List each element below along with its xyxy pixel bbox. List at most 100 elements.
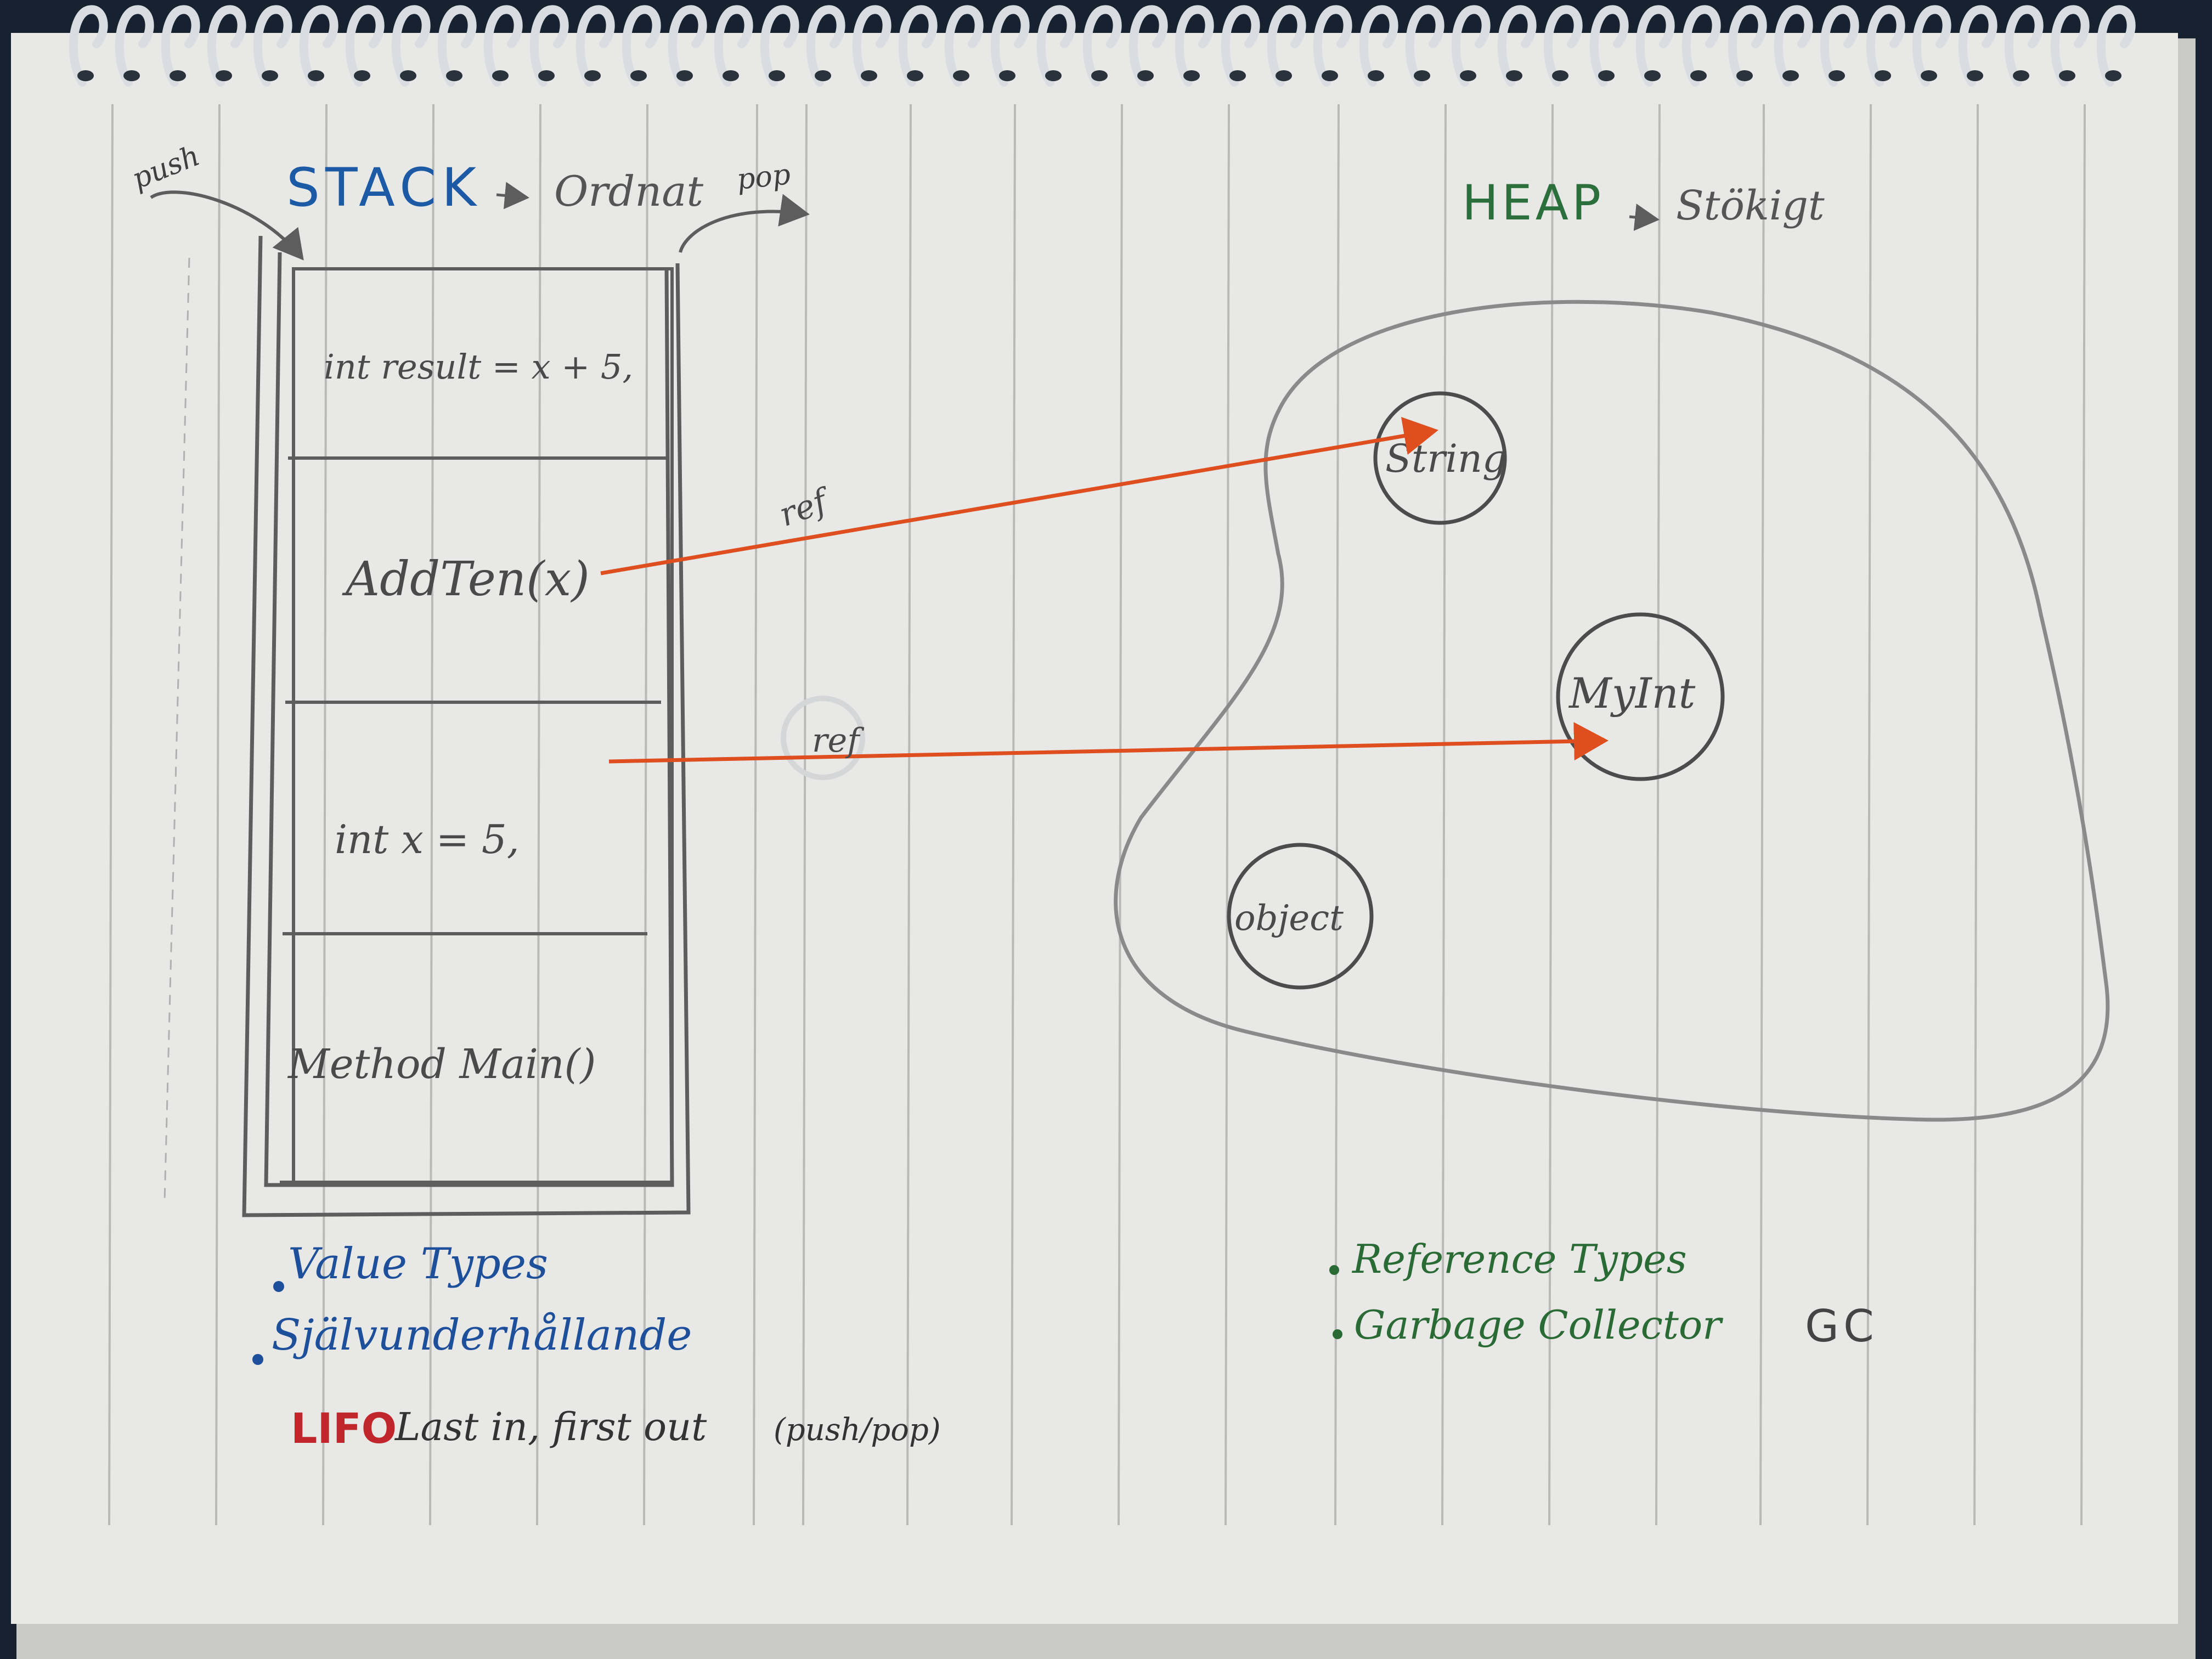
page-ruling-line <box>1655 104 1661 1526</box>
heap-object-myint-label: MyInt <box>1568 669 1696 718</box>
bullet-dot <box>252 1354 263 1365</box>
binding-hole <box>1598 70 1615 81</box>
binding-hole <box>538 70 555 81</box>
binding-hole <box>1829 70 1845 81</box>
spiral-ring <box>1635 5 1675 87</box>
binding-hole <box>815 70 831 81</box>
heap-object-string-label: String <box>1385 436 1507 481</box>
curved-arrow-icon <box>679 194 810 253</box>
spiral-ring <box>1036 5 1076 87</box>
lifo-push-pop: (push/pop) <box>774 1412 941 1448</box>
spiral-ring <box>1728 5 1767 87</box>
binding-hole <box>1414 70 1430 81</box>
page-ruling-line <box>1011 104 1016 1526</box>
page-ruling-line <box>1441 104 1447 1526</box>
binding-hole <box>1921 70 1937 81</box>
spiral-ring <box>1912 5 1951 87</box>
binding-hole <box>170 70 186 81</box>
binding-hole <box>400 70 416 81</box>
reference-arrow-myint <box>608 722 1609 764</box>
spiral-ring <box>622 5 661 87</box>
stack-frame-int-x: int x = 5, <box>335 816 520 862</box>
binding-hole <box>262 70 278 81</box>
binding-hole <box>123 70 140 81</box>
pop-label: pop <box>735 158 792 196</box>
binding-hole <box>769 70 785 81</box>
spiral-ring <box>1589 5 1629 87</box>
spiral-ring <box>483 5 523 87</box>
spiral-ring <box>944 5 984 87</box>
notes-right: Reference Types Garbage Collector GC <box>1329 1236 1874 1352</box>
page-rulings <box>108 104 2086 1526</box>
spiral-ring <box>714 5 753 87</box>
stack-container <box>242 235 691 1217</box>
spiral-binding-icon <box>69 5 2136 87</box>
binding-hole <box>1460 70 1476 81</box>
heap-title: HEAP <box>1462 174 1604 231</box>
lifo-text: Last in, first out <box>394 1404 707 1449</box>
spiral-ring <box>345 5 385 87</box>
spiral-ring <box>852 5 891 87</box>
note-garbage-collector: Garbage Collector <box>1354 1302 1723 1348</box>
binding-hole <box>1644 70 1661 81</box>
binding-hole <box>1322 70 1338 81</box>
spiral-ring <box>990 5 1030 87</box>
stack-order-note: Ordnat <box>554 167 704 216</box>
note-value-types: Value Types <box>288 1239 548 1289</box>
page-ruling-line <box>322 104 328 1526</box>
spiral-ring <box>668 5 707 87</box>
spiral-ring <box>437 5 477 87</box>
spiral-ring <box>299 5 338 87</box>
binding-hole <box>1368 70 1384 81</box>
page-ruling-line <box>1334 104 1340 1526</box>
spiral-ring <box>898 5 938 87</box>
page-ruling-line <box>1866 104 1872 1526</box>
binding-hole <box>2013 70 2029 81</box>
binding-hole <box>1736 70 1753 81</box>
heap-chaos-note: Stökigt <box>1676 182 1825 229</box>
binding-hole <box>907 70 923 81</box>
spiral-ring <box>161 5 200 87</box>
binding-hole <box>1506 70 1522 81</box>
binding-hole <box>492 70 509 81</box>
page-ruling-line <box>1224 104 1230 1526</box>
spiral-ring <box>1175 5 1214 87</box>
spiral-ring <box>1221 5 1260 87</box>
page-ruling-line <box>906 104 912 1526</box>
page-ruling-line <box>429 104 435 1526</box>
binding-hole <box>861 70 877 81</box>
spiral-ring <box>2050 5 2090 87</box>
spiral-ring <box>1774 5 1813 87</box>
page-ruling-line <box>536 104 541 1526</box>
notebook-page <box>11 33 2178 1624</box>
note-reference-types: Reference Types <box>1351 1236 1687 1282</box>
heap-object-string <box>1373 391 1507 525</box>
reference-label-2: ref <box>812 721 865 760</box>
heap-object-object-label: object <box>1234 898 1344 939</box>
page-ruling-line <box>1548 104 1554 1526</box>
spiral-ring <box>1681 5 1721 87</box>
spiral-ring <box>1313 5 1352 87</box>
spiral-ring <box>1359 5 1398 87</box>
binding-hole <box>953 70 969 81</box>
notes-left: Value Types Självunderhållande LIFO Last… <box>252 1239 941 1453</box>
lifo-keyword: LIFO <box>291 1404 397 1453</box>
spiral-ring <box>1820 5 1859 87</box>
page-ruling-line <box>1118 104 1123 1526</box>
page-ruling-line <box>1973 104 1979 1526</box>
binding-hole <box>2105 70 2121 81</box>
binding-hole <box>584 70 601 81</box>
spiral-ring <box>1958 5 1997 87</box>
binding-hole <box>1875 70 1891 81</box>
binding-hole <box>723 70 739 81</box>
stack-title: STACK <box>286 157 482 218</box>
binding-hole <box>630 70 647 81</box>
page-ruling-line <box>802 104 808 1526</box>
bullet-dot <box>1329 1265 1339 1275</box>
spiral-ring <box>1128 5 1168 87</box>
binding-hole <box>1183 70 1200 81</box>
binding-hole <box>999 70 1015 81</box>
binding-hole <box>1782 70 1799 81</box>
note-self-maintaining: Självunderhållande <box>272 1311 692 1360</box>
